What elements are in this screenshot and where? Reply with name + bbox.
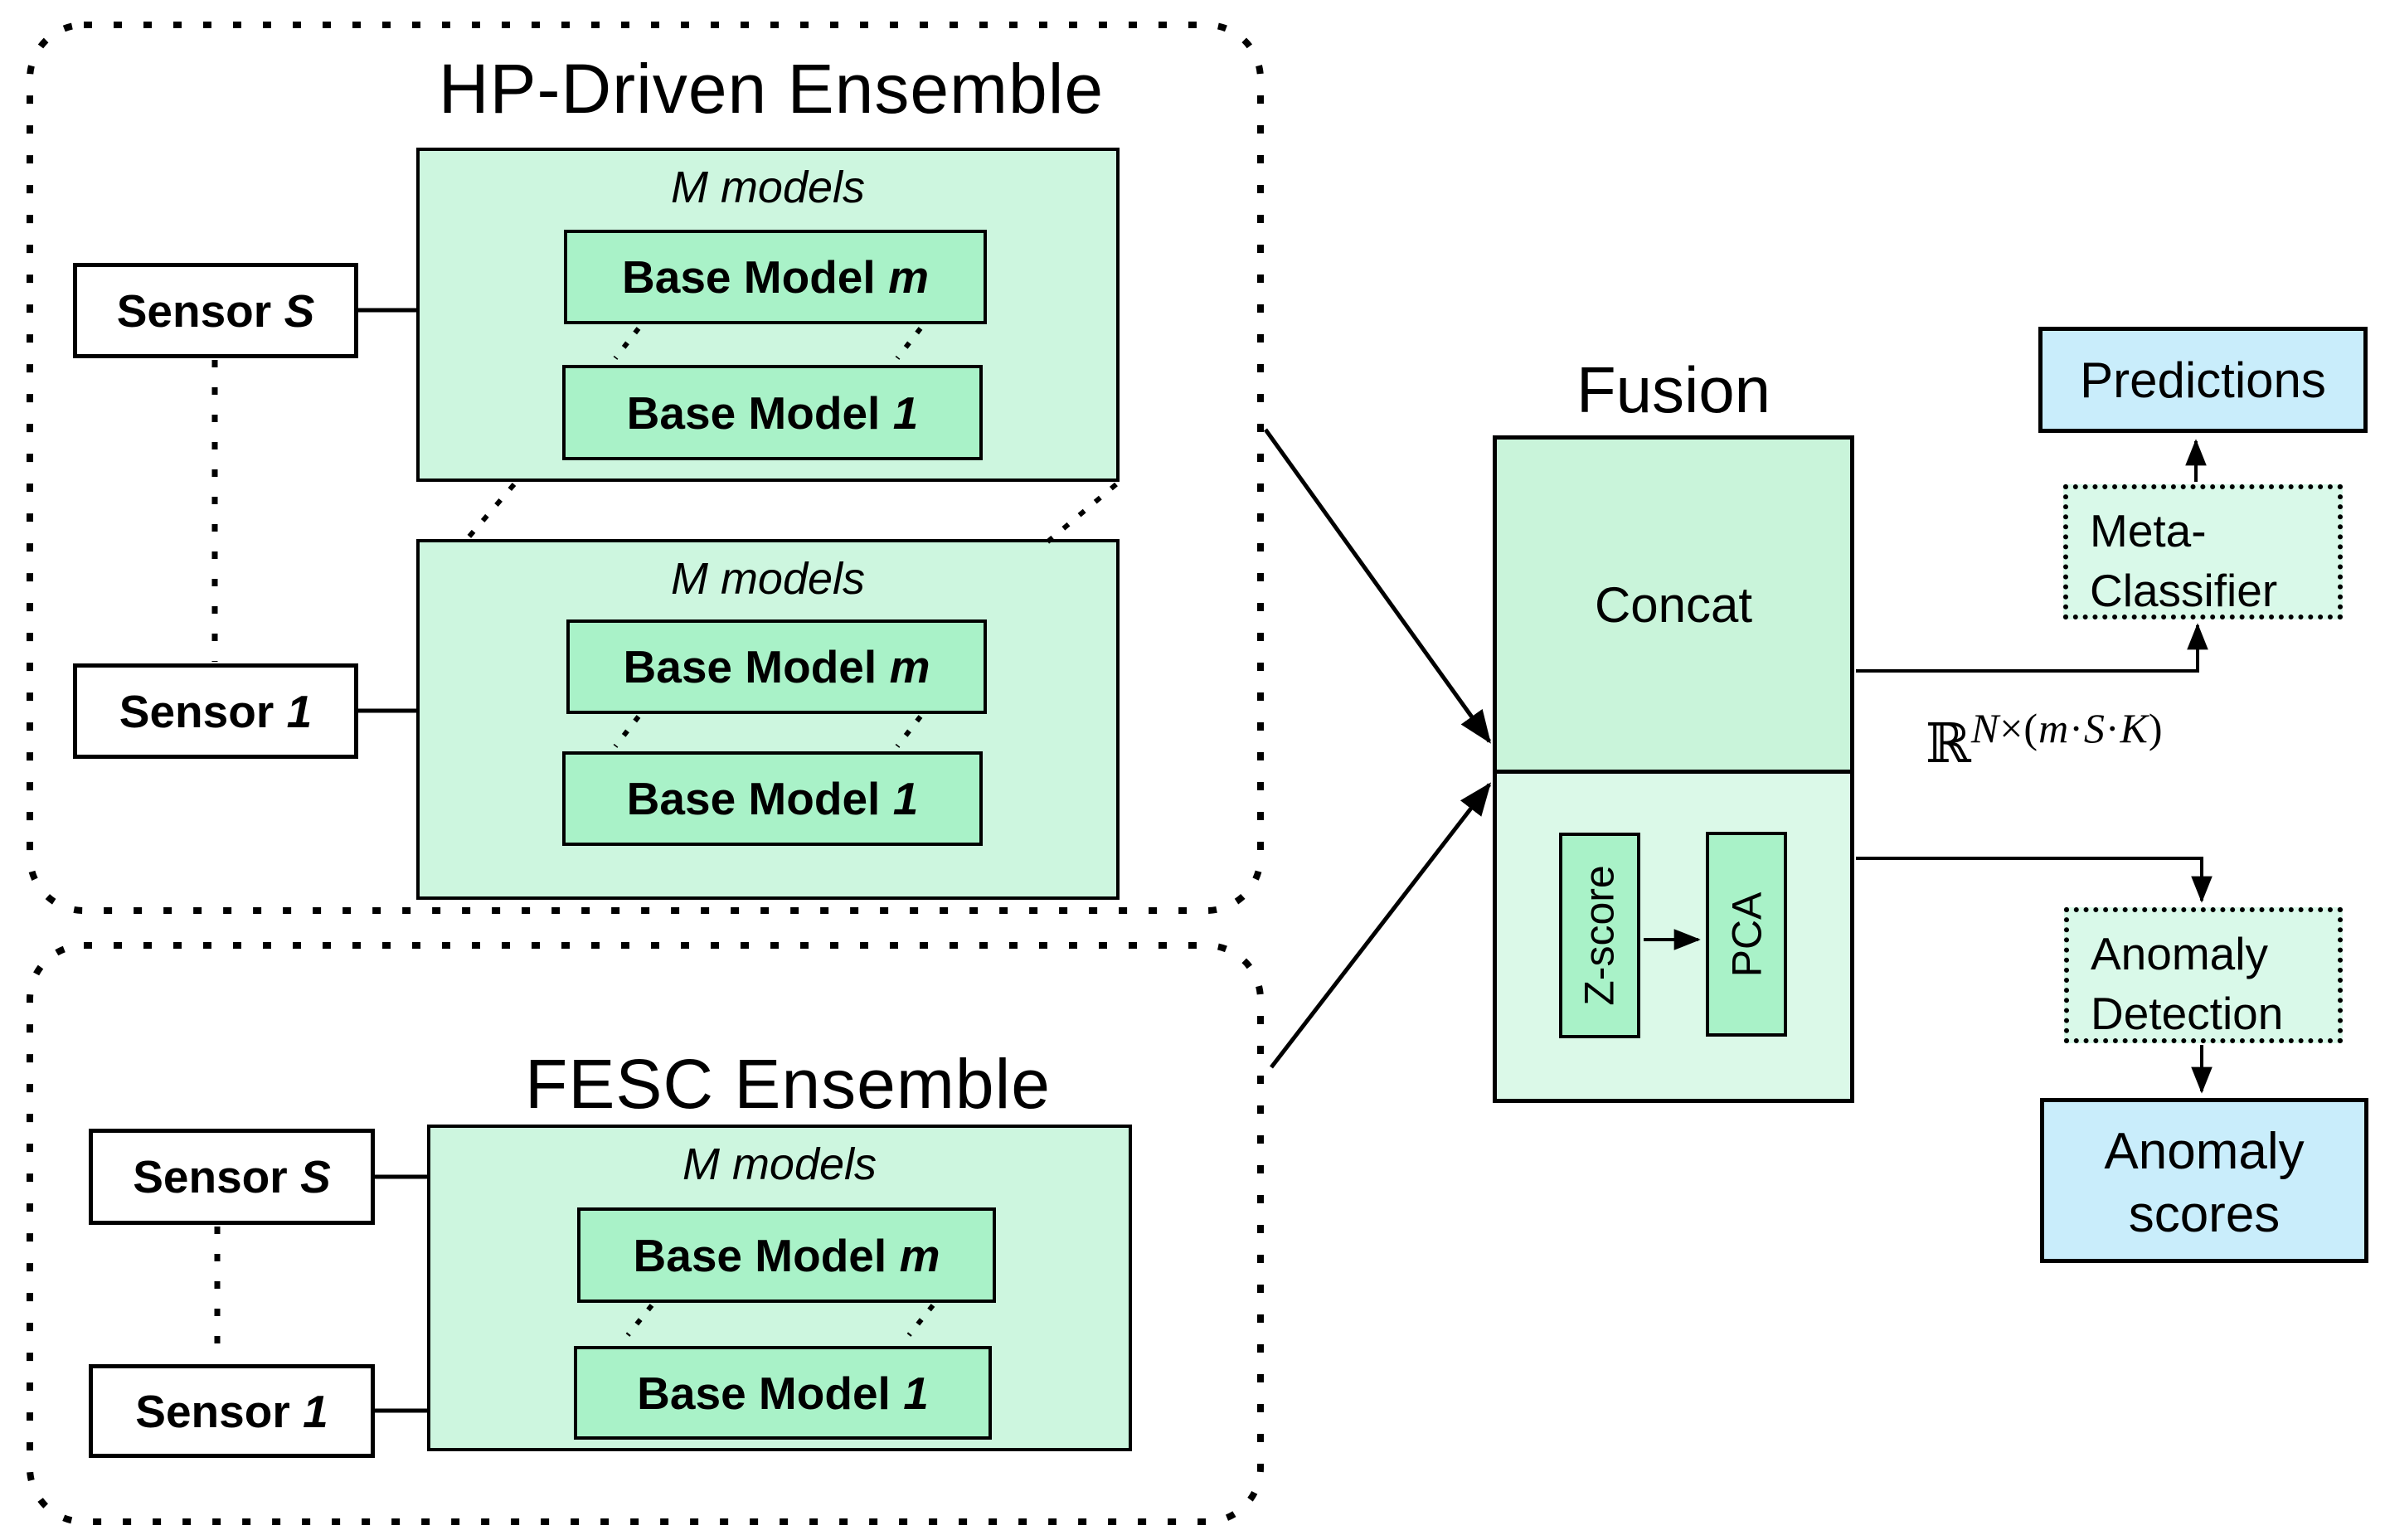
base-model-index: m [888,251,929,303]
concat-label: Concat [1594,576,1753,633]
hp-groups-ellipsis-left [460,483,517,546]
fesc-group-title: M models [682,1139,877,1189]
base-model-label: Base Model [637,1367,891,1419]
anomaly-scores-box: Anomaly scores [2040,1098,2368,1263]
base-model-label: Base Model [623,641,877,692]
sensor-label: Sensor [116,284,272,337]
fusion-title: Fusion [1576,353,1771,426]
sensor-index: S [284,284,315,337]
hp-to-fusion-arrow [1263,428,1492,744]
fesc-ensemble-title: FESC Ensemble [525,1045,1051,1123]
sensor-label: Sensor [119,685,274,737]
sup-times-open: ×( [1999,705,2039,751]
meta-classifier-box: Meta- Classifier [2063,484,2343,619]
base-model-index: 1 [892,386,919,439]
sensor-label: Sensor [135,1385,290,1437]
anomaly-scores-line1: Anomaly [2104,1123,2305,1180]
sup-dot2: · [2105,705,2120,751]
zscore-box: Z-score [1559,833,1640,1038]
hp-group-top-title: M models [670,163,866,212]
fusion-to-anomaly-detection-arrow [1856,857,2213,903]
sensor-index: 1 [303,1385,328,1437]
base-model-label: Base Model [626,386,881,439]
pca-box: PCA [1706,832,1787,1037]
sup-n: N [1970,705,2000,751]
fesc-to-fusion-arrow [1270,782,1492,1069]
pca-label: PCA [1723,891,1770,977]
anomaly-detection-box: Anomaly Detection [2064,907,2343,1043]
sup-dot1: · [2069,705,2084,751]
hp-group-bottom-title: M models [670,554,866,604]
zscore-label: Z-score [1576,865,1623,1006]
sensor-index: 1 [286,685,313,737]
base-model-index: 1 [903,1367,929,1419]
meta-classifier-line1: Meta- [2090,505,2207,556]
anomaly-scores-line2: scores [2128,1186,2281,1243]
real-numbers-symbol: ℝ [1926,712,1971,775]
base-model-label: Base Model [626,773,881,824]
fusion-to-meta-classifier-arrow [1856,623,2208,673]
base-model-index: 1 [892,773,919,824]
sup-s: S [2083,705,2106,751]
anomaly-detection-line2: Detection [2091,988,2284,1039]
base-model-index: m [899,1229,940,1281]
sensor-index: S [300,1151,331,1202]
anomaly-detection-line1: Anomaly [2091,928,2268,979]
feature-space-label: ℝN×(m·S·K) [1926,705,2164,776]
base-model-label: Base Model [622,251,876,303]
sup-close: ) [2148,705,2164,751]
base-model-label: Base Model [633,1229,887,1281]
fusion-concat-section: Concat [1497,440,1850,774]
meta-classifier-line2: Classifier [2090,565,2278,616]
sensor-label: Sensor [133,1151,288,1202]
hp-ensemble-title: HP-Driven Ensemble [438,50,1105,128]
predictions-box: Predictions [2038,327,2368,433]
fusion-reduction-section [1497,774,1850,1099]
hp-groups-ellipsis-right [1043,482,1118,547]
sup-k: K [2120,705,2149,751]
sup-m: m [2038,705,2070,751]
base-model-index: m [889,641,930,692]
fusion-box: Concat [1493,435,1854,1103]
